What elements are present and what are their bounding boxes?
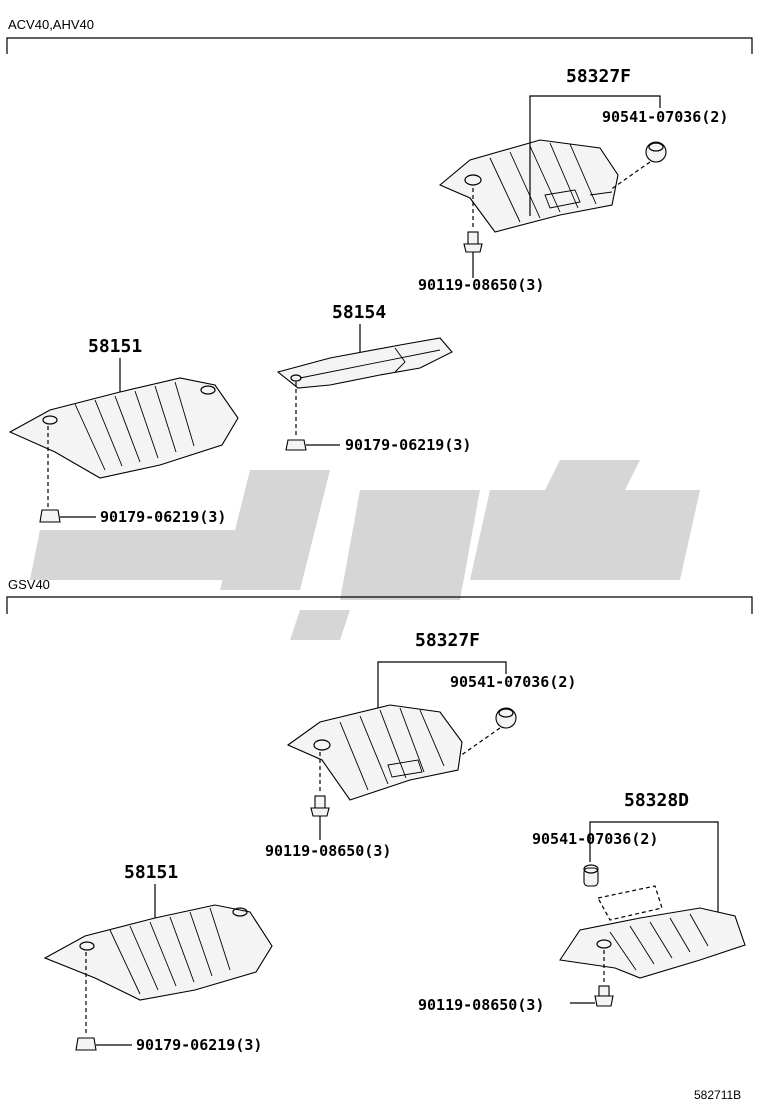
label-a-90179-mid: 90179-06219(3)	[345, 436, 471, 454]
label-a-58151: 58151	[88, 336, 142, 357]
heat-shield-58154[interactable]	[276, 337, 453, 389]
nut-90179-mid[interactable]	[285, 439, 307, 451]
label-a-90179-left: 90179-06219(3)	[100, 508, 226, 526]
label-g-90541: 90541-07036(2)	[450, 673, 576, 691]
diagram-code: 582711B	[694, 1088, 742, 1102]
bolt-90119-top[interactable]	[463, 231, 483, 253]
label-g-58151: 58151	[124, 862, 178, 883]
label-a-90541: 90541-07036(2)	[602, 108, 728, 126]
section-bracket-gsv40	[6, 596, 753, 614]
nut-90179-bottom[interactable]	[75, 1037, 97, 1051]
leader-g-58328d	[589, 821, 719, 916]
clip-nut-90541-top[interactable]	[645, 141, 667, 163]
label-a-58154: 58154	[332, 302, 386, 323]
label-g-58327f: 58327F	[415, 630, 480, 651]
label-g-90179: 90179-06219(3)	[136, 1036, 262, 1054]
label-g-90119-right: 90119-08650(3)	[418, 996, 544, 1014]
label-g-90119: 90119-08650(3)	[265, 842, 391, 860]
heat-shield-58328d[interactable]	[559, 907, 746, 979]
bolt-90119-bottom[interactable]	[310, 795, 330, 817]
leader-g-58327f	[377, 661, 507, 728]
label-g-58328d: 58328D	[624, 790, 689, 811]
watermark-logo	[30, 460, 700, 640]
section-label-gsv40: GSV40	[8, 577, 50, 592]
leader-a-58327f	[529, 95, 661, 216]
bolt-90119-right[interactable]	[594, 985, 614, 1007]
section-label-acv40: ACV40,AHV40	[8, 17, 94, 32]
heat-shield-58327f-top[interactable]	[438, 139, 619, 233]
nut-90179-left[interactable]	[39, 509, 61, 523]
label-a-90119: 90119-08650(3)	[418, 276, 544, 294]
heat-shield-58151-bottom[interactable]	[43, 904, 273, 1001]
heat-shield-58327f-bottom[interactable]	[286, 704, 463, 801]
dashed-box-g-58328d	[597, 885, 663, 921]
heat-shield-58151-top[interactable]	[8, 377, 239, 479]
section-bracket-acv40	[6, 37, 753, 54]
label-a-58327f: 58327F	[566, 66, 631, 87]
label-g-90541-right: 90541-07036(2)	[532, 830, 658, 848]
clip-nut-90541-right[interactable]	[583, 864, 599, 887]
clip-nut-90541-bottom[interactable]	[495, 707, 517, 729]
dashed-line-g-clip	[459, 727, 501, 757]
dashed-line-a-clip	[609, 161, 651, 191]
